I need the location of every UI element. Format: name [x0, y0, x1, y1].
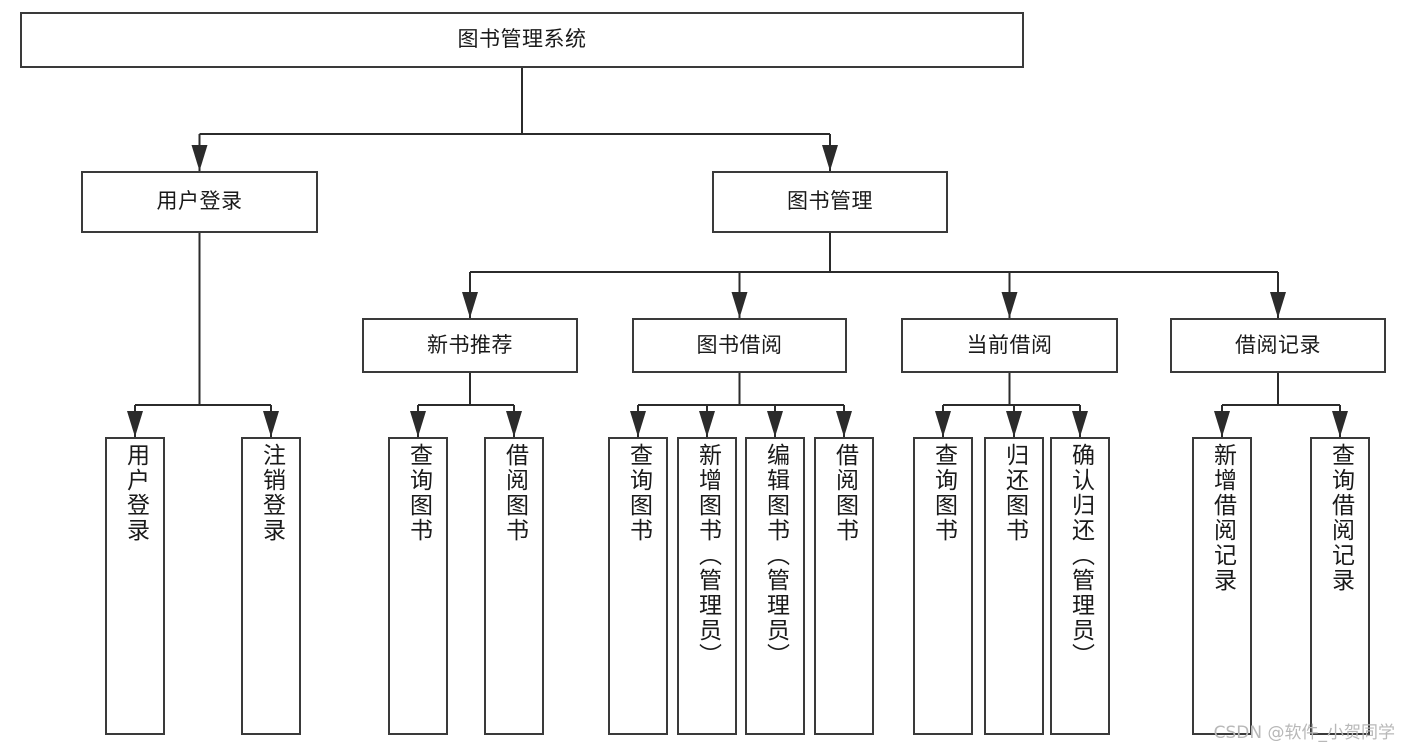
node-label: 归还图书: [1001, 443, 1028, 543]
node-leaf-query-book-2[interactable]: 查询图书: [608, 437, 668, 735]
node-label: 借阅记录: [1235, 332, 1321, 357]
node-root[interactable]: 图书管理系统: [20, 12, 1024, 68]
node-label: 借阅图书: [831, 443, 858, 543]
node-book-borrow[interactable]: 图书借阅: [632, 318, 847, 373]
node-leaf-logout[interactable]: 注销登录: [241, 437, 301, 735]
node-label: 注销登录: [258, 443, 285, 543]
node-leaf-confirm-return[interactable]: 确认归还（管理员）: [1050, 437, 1110, 735]
node-label: 新增借阅记录: [1209, 443, 1236, 593]
node-label: 查询图书: [625, 443, 652, 543]
node-label: 图书借阅: [696, 332, 783, 357]
node-leaf-add-book[interactable]: 新增图书（管理员）: [677, 437, 737, 735]
node-label: 当前借阅: [966, 332, 1053, 357]
node-leaf-borrow-book-2[interactable]: 借阅图书: [814, 437, 874, 735]
node-borrow-record[interactable]: 借阅记录: [1170, 318, 1386, 373]
node-leaf-query-book-3[interactable]: 查询图书: [913, 437, 973, 735]
node-label: 用户登录: [156, 189, 243, 214]
node-label: 新增图书（管理员）: [694, 443, 721, 668]
node-label: 确认归还（管理员）: [1067, 443, 1094, 668]
node-current-borrow[interactable]: 当前借阅: [901, 318, 1118, 373]
node-leaf-query-book-1[interactable]: 查询图书: [388, 437, 448, 735]
node-leaf-edit-book[interactable]: 编辑图书（管理员）: [745, 437, 805, 735]
node-label: 图书管理系统: [457, 27, 587, 52]
node-leaf-query-record[interactable]: 查询借阅记录: [1310, 437, 1370, 735]
node-user-login[interactable]: 用户登录: [81, 171, 318, 233]
node-label: 新书推荐: [427, 332, 513, 357]
node-leaf-borrow-book-1[interactable]: 借阅图书: [484, 437, 544, 735]
node-new-book-recommend[interactable]: 新书推荐: [362, 318, 578, 373]
node-leaf-add-record[interactable]: 新增借阅记录: [1192, 437, 1252, 735]
node-label: 用户登录: [122, 443, 149, 543]
node-leaf-user-login[interactable]: 用户登录: [105, 437, 165, 735]
node-label: 借阅图书: [501, 443, 528, 543]
node-book-manage[interactable]: 图书管理: [712, 171, 948, 233]
node-leaf-return-book[interactable]: 归还图书: [984, 437, 1044, 735]
node-label: 查询图书: [405, 443, 432, 543]
watermark-text: CSDN @软件_小贺同学: [1213, 723, 1395, 743]
node-label: 图书管理: [787, 189, 873, 214]
node-label: 编辑图书（管理员）: [762, 443, 789, 668]
node-label: 查询图书: [930, 443, 957, 543]
node-label: 查询借阅记录: [1327, 443, 1354, 593]
